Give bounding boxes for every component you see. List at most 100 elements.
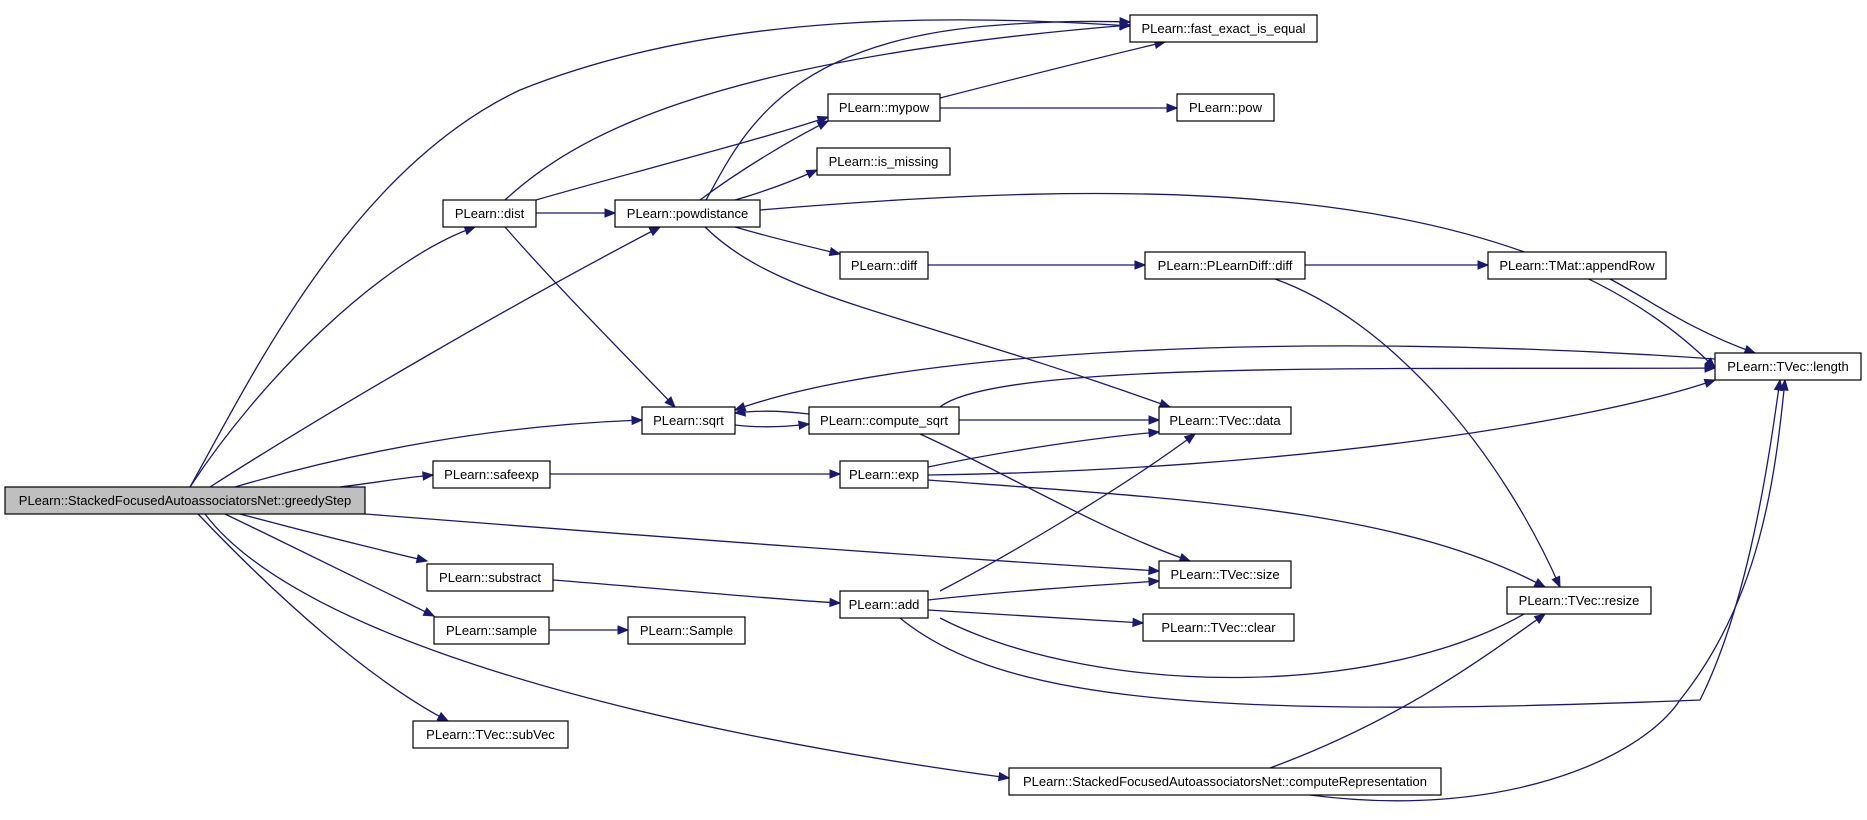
edge-powdistance-to-fast_exact_is_equal-line xyxy=(705,20,1131,201)
edge-powdistance-to-mypow-line xyxy=(699,120,829,201)
node-add-box xyxy=(839,590,929,619)
node-clear-label: PLearn::TVec::clear xyxy=(1161,620,1276,635)
node-length[interactable]: PLearn::TVec::length xyxy=(1714,352,1862,381)
edge-sqrt-to-compute_sqrt xyxy=(734,420,811,430)
edge-compute_sqrt-to-length-line xyxy=(939,367,1716,408)
edge-compute_sqrt-to-size xyxy=(919,433,1192,562)
edge-powdistance-to-is_missing xyxy=(734,169,819,201)
node-mypow-label: PLearn::mypow xyxy=(839,100,930,115)
edge-dist-to-mypow xyxy=(535,115,830,201)
edge-greedyStep-to-computeRepresentation xyxy=(204,513,1011,782)
node-sqrt-label: PLearn::sqrt xyxy=(653,413,724,428)
edge-powdistance-to-is_missing-arrowhead xyxy=(805,169,819,179)
edge-exp-to-data-line xyxy=(927,431,1160,468)
node-substract[interactable]: PLearn::substract xyxy=(426,563,554,592)
node-dist-box xyxy=(442,199,537,228)
node-compute_sqrt-label: PLearn::compute_sqrt xyxy=(820,413,948,428)
edge-plearndiff_diff-to-appendRow xyxy=(1304,260,1490,270)
node-plearndiff_diff[interactable]: PLearn::PLearnDiff::diff xyxy=(1144,251,1306,280)
edge-powdistance-to-data-line xyxy=(704,226,1171,408)
edge-appendRow-to-length-line xyxy=(1609,278,1756,354)
node-substract-box xyxy=(426,563,554,592)
node-safeexp[interactable]: PLearn::safeexp xyxy=(432,460,551,489)
node-exp[interactable]: PLearn::exp xyxy=(839,460,929,489)
edge-powdistance-to-length xyxy=(759,192,1716,369)
edge-powdistance-to-mypow xyxy=(699,120,830,201)
edge-length-to-sqrt-line xyxy=(734,345,1716,411)
edge-plearndiff_diff-to-resize-line xyxy=(1274,278,1561,588)
node-subVec[interactable]: PLearn::TVec::subVec xyxy=(412,720,569,749)
node-mypow[interactable]: PLearn::mypow xyxy=(827,93,941,122)
node-resize[interactable]: PLearn::TVec::resize xyxy=(1506,586,1652,615)
node-safeexp-label: PLearn::safeexp xyxy=(444,467,539,482)
node-safeexp-box xyxy=(432,460,551,489)
node-dist[interactable]: PLearn::dist xyxy=(442,199,537,228)
edge-powdistance-to-diff-line xyxy=(734,226,841,255)
edge-diff-to-plearndiff_diff-arrowhead xyxy=(1134,260,1147,270)
edge-dist-to-powdistance-arrowhead xyxy=(604,208,617,218)
node-size-box xyxy=(1158,560,1292,589)
node-compute_sqrt[interactable]: PLearn::compute_sqrt xyxy=(808,406,960,435)
edge-greedyStep-to-substract-arrowhead xyxy=(415,553,429,564)
edge-plearndiff_diff-to-resize-arrowhead xyxy=(1551,575,1561,589)
node-sample-box xyxy=(433,616,550,645)
edge-greedyStep-to-powdistance-line xyxy=(209,226,661,488)
edge-sqrt-to-compute_sqrt-arrowhead xyxy=(798,420,811,430)
node-add[interactable]: PLearn::add xyxy=(839,590,929,619)
edge-plearndiff_diff-to-resize xyxy=(1274,278,1561,589)
edge-greedyStep-to-dist-arrowhead xyxy=(463,226,477,236)
node-greedyStep[interactable]: PLearn::StackedFocusedAutoassociatorsNet… xyxy=(4,486,366,515)
edge-diff-to-plearndiff_diff xyxy=(927,260,1147,270)
edge-exp-to-length-line xyxy=(927,379,1716,476)
edge-dist-to-fast_exact_is_equal-line xyxy=(504,24,1131,201)
node-size[interactable]: PLearn::TVec::size xyxy=(1158,560,1292,589)
edge-length-to-sqrt xyxy=(733,345,1716,411)
edge-powdistance-to-fast_exact_is_equal-arrowhead xyxy=(1119,16,1132,27)
edge-powdistance-to-fast_exact_is_equal xyxy=(705,16,1132,201)
node-diff-box xyxy=(839,251,929,280)
edge-greedyStep-to-dist-line xyxy=(189,226,476,488)
node-pow[interactable]: PLearn::pow xyxy=(1176,93,1275,122)
node-data[interactable]: PLearn::TVec::data xyxy=(1158,406,1292,435)
nodes: PLearn::StackedFocusedAutoassociatorsNet… xyxy=(4,14,1862,796)
node-powdistance[interactable]: PLearn::powdistance xyxy=(614,199,761,228)
edge-mypow-to-pow xyxy=(940,103,1179,113)
edge-computeRepresentation-to-length-arrowhead xyxy=(1779,378,1789,391)
node-sample[interactable]: PLearn::sample xyxy=(433,616,550,645)
edge-compute_sqrt-to-data-arrowhead xyxy=(1148,415,1161,425)
edge-compute_sqrt-to-size-line xyxy=(919,433,1191,562)
node-fast_exact_is_equal[interactable]: PLearn::fast_exact_is_equal xyxy=(1129,14,1318,43)
node-add-label: PLearn::add xyxy=(849,597,920,612)
edge-compute_sqrt-to-sqrt xyxy=(733,407,810,417)
node-resize-box xyxy=(1506,586,1652,615)
node-is_missing[interactable]: PLearn::is_missing xyxy=(816,147,951,176)
node-appendRow[interactable]: PLearn::TMat::appendRow xyxy=(1487,251,1667,280)
node-resize-label: PLearn::TVec::resize xyxy=(1519,593,1640,608)
node-diff[interactable]: PLearn::diff xyxy=(839,251,929,280)
node-length-label: PLearn::TVec::length xyxy=(1727,359,1848,374)
edge-mypow-to-pow-arrowhead xyxy=(1166,103,1179,113)
edge-add-to-size-arrowhead xyxy=(1148,576,1161,587)
edge-greedyStep-to-sqrt-arrowhead xyxy=(631,415,644,426)
node-subVec-label: PLearn::TVec::subVec xyxy=(426,727,555,742)
node-exp-box xyxy=(839,460,929,489)
node-fast_exact_is_equal-label: PLearn::fast_exact_is_equal xyxy=(1141,21,1305,36)
edge-exp-to-length-arrowhead xyxy=(1703,378,1717,388)
edge-dist-to-sqrt-line xyxy=(504,226,676,408)
node-computeRepresentation[interactable]: PLearn::StackedFocusedAutoassociatorsNet… xyxy=(1008,767,1442,796)
node-sqrt[interactable]: PLearn::sqrt xyxy=(641,406,736,435)
edge-add-to-resize-line xyxy=(939,600,1546,679)
node-clear[interactable]: PLearn::TVec::clear xyxy=(1142,613,1295,642)
edge-computeRepresentation-to-resize-line xyxy=(1269,613,1546,769)
node-pow-box xyxy=(1176,93,1275,122)
edge-length-to-sqrt-arrowhead xyxy=(733,402,747,411)
edge-add-to-clear-line xyxy=(927,609,1144,624)
edge-computeRepresentation-to-resize xyxy=(1269,613,1547,769)
edge-exp-to-data-arrowhead xyxy=(1148,428,1161,438)
edge-greedyStep-to-sample-line xyxy=(224,513,435,617)
edge-add-to-data-line xyxy=(939,433,1196,592)
node-Sample[interactable]: PLearn::Sample xyxy=(627,616,746,645)
edge-compute_sqrt-to-length-arrowhead xyxy=(1704,363,1717,373)
edge-greedyStep-to-safeexp xyxy=(339,471,435,488)
